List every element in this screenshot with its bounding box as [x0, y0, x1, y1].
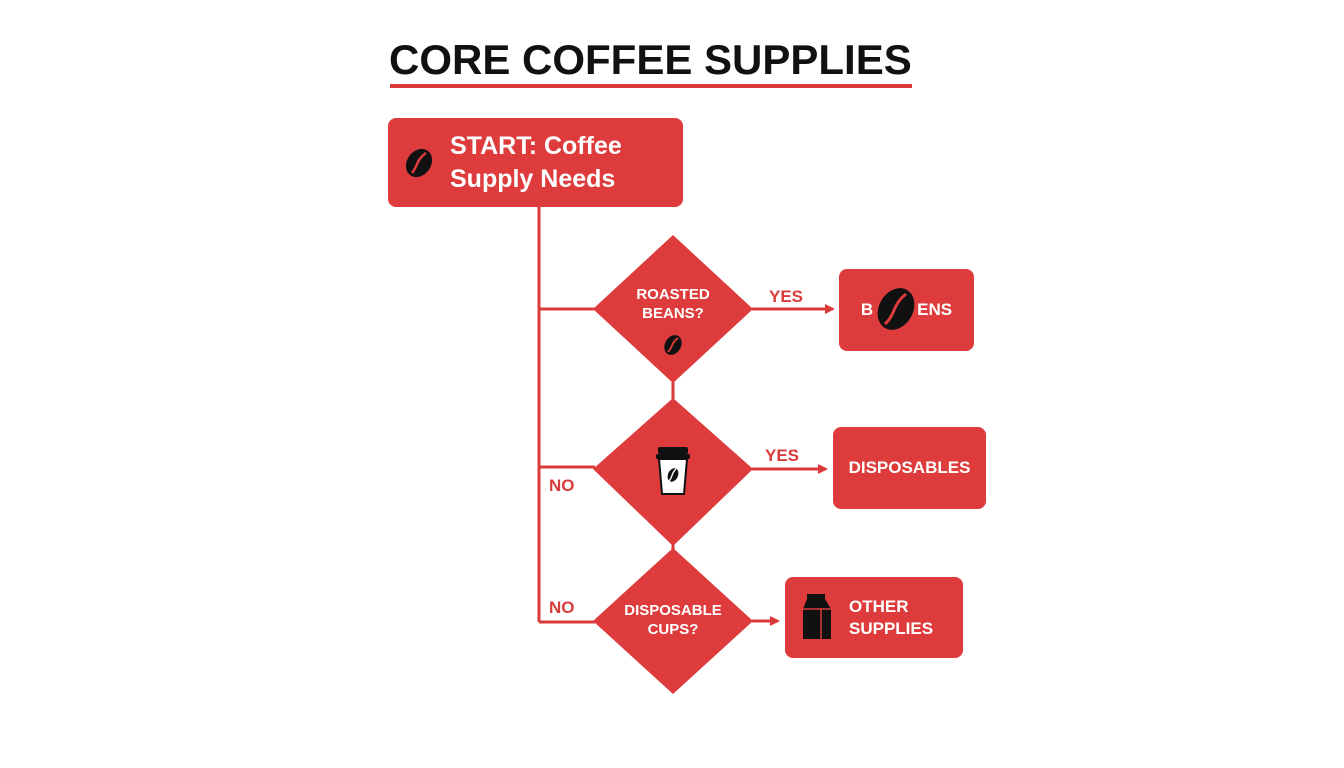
output-beans-label-end: ENS — [917, 300, 953, 319]
page-title: CORE COFFEE SUPPLIES — [389, 36, 912, 83]
output-disposables-label: DISPOSABLES — [848, 458, 971, 477]
start-node: START: Coffee Supply Needs — [388, 118, 683, 207]
decision-beans-label: ROASTED BEANS? — [636, 286, 710, 322]
coffee-cup-icon — [656, 447, 690, 495]
output-other-supplies-label: OTHER SUPPLIES — [849, 596, 934, 638]
decision-diamond-beans — [593, 235, 753, 383]
milk-carton-icon — [803, 594, 831, 639]
decision-cups-label: DISPOSABLE CUPS? — [624, 602, 722, 638]
edge-label-yes-2: YES — [765, 446, 800, 465]
decision-diamond-cups — [593, 548, 753, 694]
edge-label-no-1: NO — [549, 476, 575, 495]
output-beans-label-start: B — [860, 300, 874, 319]
edge-label-no-2: NO — [549, 598, 575, 617]
edge-label-yes-1: YES — [769, 287, 804, 306]
coffee-bean-icon — [877, 288, 915, 330]
coffee-bean-icon — [664, 335, 682, 355]
title-underline — [390, 84, 912, 88]
output-disposables-node: DISPOSABLES — [833, 427, 986, 509]
coffee-bean-icon — [405, 148, 433, 178]
start-node-label: START: Coffee Supply Needs — [450, 131, 622, 193]
